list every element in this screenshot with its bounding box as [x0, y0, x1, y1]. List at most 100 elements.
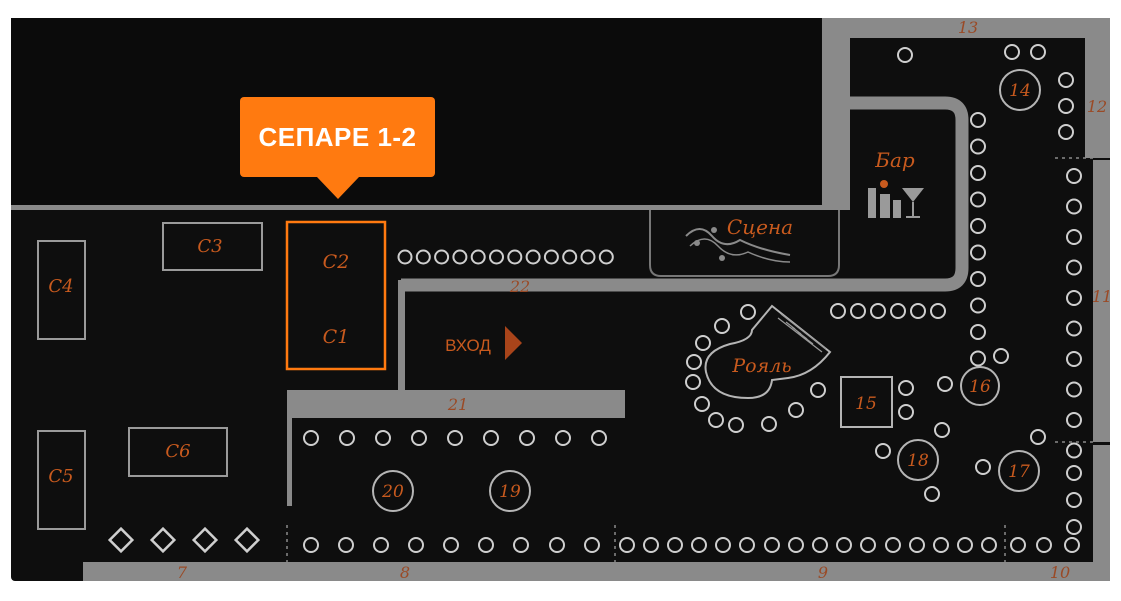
seat[interactable] — [788, 402, 804, 418]
seat[interactable] — [1064, 537, 1080, 553]
table-15[interactable] — [840, 376, 893, 428]
seat[interactable] — [937, 376, 953, 392]
seat[interactable] — [1066, 168, 1082, 184]
seat[interactable] — [970, 324, 986, 340]
seat[interactable] — [1066, 492, 1082, 508]
seat[interactable] — [1066, 519, 1082, 535]
seat[interactable] — [434, 249, 450, 265]
seat[interactable] — [643, 537, 659, 553]
seat[interactable] — [740, 304, 756, 320]
seat[interactable] — [691, 537, 707, 553]
seat[interactable] — [478, 537, 494, 553]
seat[interactable] — [584, 537, 600, 553]
seat[interactable] — [667, 537, 683, 553]
separe-c3[interactable] — [162, 222, 263, 271]
table-17[interactable] — [998, 450, 1040, 492]
seat[interactable] — [397, 249, 413, 265]
seat[interactable] — [930, 303, 946, 319]
separe-c5[interactable] — [37, 430, 86, 530]
seat[interactable] — [483, 430, 499, 446]
seat[interactable] — [562, 249, 578, 265]
seat[interactable] — [339, 430, 355, 446]
seat[interactable] — [1030, 44, 1046, 60]
seat[interactable] — [1066, 465, 1082, 481]
seat[interactable] — [1066, 198, 1082, 215]
seat[interactable] — [970, 191, 986, 208]
seat[interactable] — [933, 537, 949, 553]
seat[interactable] — [695, 335, 711, 351]
seat[interactable] — [507, 249, 523, 265]
seat[interactable] — [708, 412, 724, 428]
seat[interactable] — [443, 537, 459, 553]
seat[interactable] — [1058, 72, 1074, 88]
table-14[interactable] — [999, 69, 1041, 111]
seat[interactable] — [714, 318, 730, 334]
seat[interactable] — [970, 297, 986, 314]
seat[interactable] — [591, 430, 607, 446]
seat[interactable] — [580, 249, 596, 265]
seat[interactable] — [715, 537, 731, 553]
seat[interactable] — [519, 430, 535, 446]
seat[interactable] — [810, 382, 826, 398]
seat[interactable] — [970, 112, 986, 128]
seat[interactable] — [1058, 98, 1074, 114]
seat[interactable] — [373, 537, 389, 553]
seat[interactable] — [812, 537, 828, 553]
seat[interactable] — [598, 249, 614, 265]
seat[interactable] — [890, 303, 906, 319]
seat[interactable] — [1066, 229, 1082, 245]
seat[interactable] — [543, 249, 559, 265]
seat[interactable] — [909, 537, 925, 553]
seat[interactable] — [303, 430, 319, 446]
seat[interactable] — [860, 537, 876, 553]
seat[interactable] — [761, 416, 777, 432]
table-18[interactable] — [897, 439, 939, 481]
seat[interactable] — [1066, 259, 1082, 276]
seat[interactable] — [970, 271, 986, 287]
table-20[interactable] — [372, 470, 414, 512]
seat[interactable] — [1036, 537, 1052, 553]
separe-c1-c2-selected[interactable] — [285, 220, 387, 371]
table-19[interactable] — [489, 470, 531, 512]
seat[interactable] — [788, 537, 804, 553]
seat[interactable] — [764, 537, 780, 553]
seat[interactable] — [975, 459, 991, 475]
seat[interactable] — [898, 404, 914, 420]
seat[interactable] — [452, 249, 468, 265]
seat[interactable] — [728, 417, 744, 433]
seat[interactable] — [850, 303, 866, 319]
seat[interactable] — [1004, 44, 1020, 60]
seat[interactable] — [836, 537, 852, 553]
seat[interactable] — [375, 430, 391, 446]
separe-c4[interactable] — [37, 240, 86, 340]
seat[interactable] — [970, 218, 986, 234]
seat[interactable] — [970, 138, 986, 155]
seat[interactable] — [885, 537, 901, 553]
seat[interactable] — [1030, 429, 1046, 445]
seat[interactable] — [447, 430, 463, 446]
seat[interactable] — [1066, 412, 1082, 428]
seat[interactable] — [685, 374, 701, 390]
seat[interactable] — [870, 303, 886, 319]
seat[interactable] — [555, 430, 571, 446]
seat[interactable] — [303, 537, 319, 553]
seat[interactable] — [470, 249, 486, 265]
seat[interactable] — [970, 244, 986, 261]
seat[interactable] — [924, 486, 940, 502]
seat[interactable] — [513, 537, 529, 553]
seat[interactable] — [1058, 124, 1074, 140]
seat[interactable] — [408, 537, 424, 553]
seat[interactable] — [1066, 320, 1082, 337]
separe-c6[interactable] — [128, 427, 228, 477]
seat[interactable] — [686, 354, 702, 370]
seat[interactable] — [1066, 442, 1082, 459]
seat[interactable] — [549, 537, 565, 553]
seat[interactable] — [898, 380, 914, 396]
seat[interactable] — [970, 350, 986, 367]
seat[interactable] — [1010, 537, 1026, 553]
seat[interactable] — [910, 303, 926, 319]
seat[interactable] — [934, 422, 950, 438]
seat[interactable] — [338, 537, 354, 553]
seat[interactable] — [411, 430, 427, 446]
seat[interactable] — [981, 537, 997, 553]
